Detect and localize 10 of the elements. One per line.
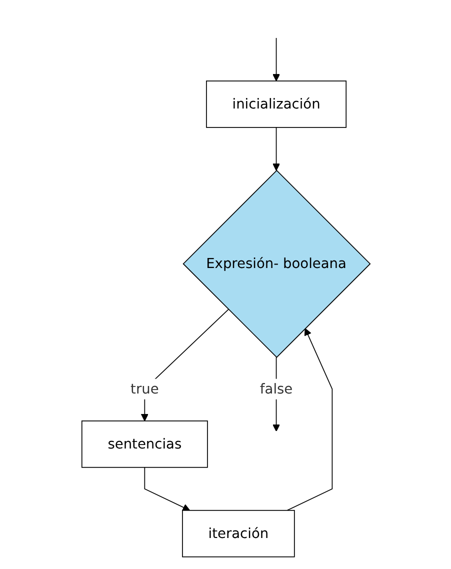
node-box [80,420,208,468]
edge-label: true [130,380,158,397]
arrow [272,38,280,82]
node-box [206,80,346,128]
arrow [286,328,332,511]
edge-label: false [259,380,292,397]
node-box [182,510,294,558]
node-diamond [182,170,370,358]
arrow [144,466,190,511]
arrow [272,127,280,171]
